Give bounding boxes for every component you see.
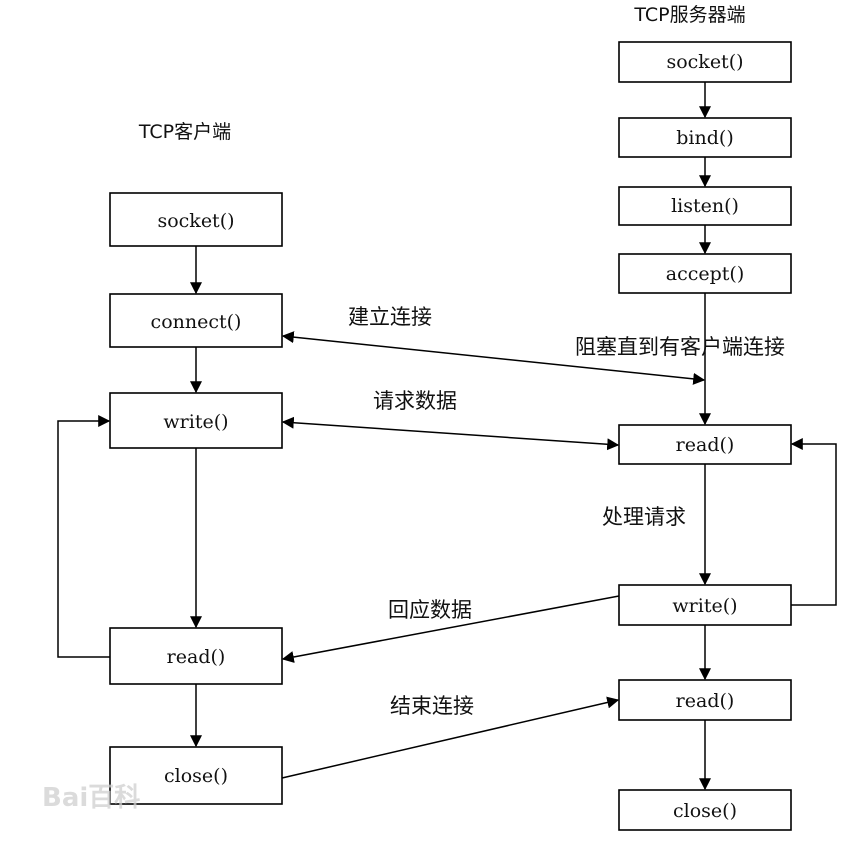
arrow-client-read-loop <box>57 415 111 658</box>
arrow-request-data <box>281 416 620 451</box>
arrow-response-data <box>281 595 620 663</box>
arrow-server-write-loop <box>790 438 837 606</box>
client-write-box: write() <box>109 392 283 449</box>
label-response-data: 回应数据 <box>388 598 472 622</box>
client-write-label: write() <box>163 411 228 433</box>
server-read2-label: read() <box>676 690 735 712</box>
client-socket-label: socket() <box>157 210 234 232</box>
server-title: TCP服务器端 <box>633 4 745 26</box>
server-write-label: write() <box>672 595 737 617</box>
server-bind-label: bind() <box>676 127 733 149</box>
label-finish-connection: 结束连接 <box>390 694 474 718</box>
client-connect-label: connect() <box>151 311 242 333</box>
server-bind-box: bind() <box>618 117 792 158</box>
arrow-establish-connection <box>281 331 706 385</box>
server-write-box: write() <box>618 584 792 626</box>
server-read2-box: read() <box>618 679 792 721</box>
baidu-watermark: Bai百科 <box>42 783 140 813</box>
client-read-label: read() <box>167 646 226 668</box>
label-request-data: 请求数据 <box>373 389 457 413</box>
arrow-finish-connection <box>281 696 620 779</box>
server-accept-box: accept() <box>618 253 792 294</box>
client-title: TCP客户端 <box>138 121 231 143</box>
label-block-until-connect: 阻塞直到有客户端连接 <box>575 335 785 359</box>
server-close-label: close() <box>673 800 737 822</box>
server-close-box: close() <box>618 789 792 831</box>
server-accept-label: accept() <box>666 263 744 285</box>
client-close-label: close() <box>164 765 228 787</box>
label-process-request: 处理请求 <box>602 505 686 529</box>
client-close-box: close() <box>109 746 283 805</box>
client-read-box: read() <box>109 627 283 685</box>
client-connect-box: connect() <box>109 293 283 348</box>
client-socket-box: socket() <box>109 192 283 247</box>
label-establish-connection: 建立连接 <box>348 305 432 329</box>
server-read-box: read() <box>618 424 792 465</box>
server-listen-label: listen() <box>671 195 739 217</box>
server-socket-box: socket() <box>618 41 792 83</box>
server-listen-box: listen() <box>618 186 792 226</box>
server-read-label: read() <box>676 434 735 456</box>
server-socket-label: socket() <box>666 51 743 73</box>
